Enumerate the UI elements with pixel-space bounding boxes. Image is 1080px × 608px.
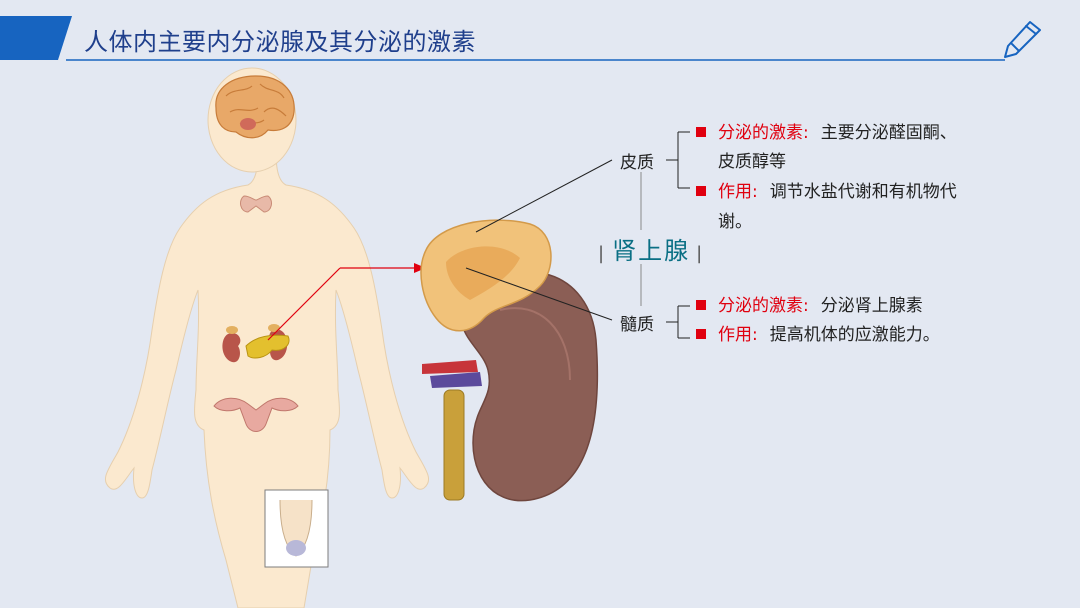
- medulla-secretion-colon: :: [803, 296, 809, 316]
- pointer-line: [267, 267, 341, 341]
- gland-left-bar: |: [598, 243, 607, 264]
- medulla-secretion-key: 分泌的激素: [718, 296, 803, 316]
- medulla-function-line: 作用: 提高机体的应激能力。: [718, 323, 940, 347]
- medulla-bracket: [666, 305, 690, 339]
- medulla-function-bullet: [696, 329, 706, 339]
- cortex-function-key: 作用: [718, 182, 752, 202]
- cortex-secretion-bullet: [696, 127, 706, 137]
- cortex-function-value-2: 谢。: [718, 212, 752, 232]
- medulla-leader-line: [465, 267, 613, 321]
- gland-name-block: |肾上腺|: [598, 231, 704, 266]
- cortex-secretion-line-1: 分泌的激素: 主要分泌醛固酮、: [718, 121, 957, 145]
- cortex-function-colon: :: [752, 182, 758, 202]
- pen-icon: [1004, 21, 1041, 58]
- gland-name: 肾上腺: [612, 237, 691, 265]
- cortex-bracket: [666, 131, 690, 189]
- medulla-label: 髓质: [620, 315, 654, 335]
- cortex-function-line-1: 作用: 调节水盐代谢和有机物代: [718, 180, 957, 204]
- medulla-function-value: 提高机体的应激能力。: [769, 325, 940, 345]
- cortex-secretion-value-1: 主要分泌醛固酮、: [820, 123, 957, 143]
- page-title: 人体内主要内分泌腺及其分泌的激素: [84, 28, 476, 56]
- medulla-secretion-bullet: [696, 300, 706, 310]
- header-accent-block: [0, 16, 72, 60]
- medulla-secretion-value: 分泌肾上腺素: [820, 296, 923, 316]
- cortex-secretion-key: 分泌的激素: [718, 123, 803, 143]
- cortex-function-bullet: [696, 186, 706, 196]
- medulla-secretion-line: 分泌的激素: 分泌肾上腺素: [718, 294, 923, 318]
- cortex-secretion-value-2: 皮质醇等: [718, 152, 786, 172]
- cortex-function-value-1: 调节水盐代谢和有机物代: [769, 182, 957, 202]
- cortex-leader-line: [475, 159, 613, 233]
- cortex-secretion-colon: :: [803, 123, 809, 143]
- gland-right-bar: |: [696, 243, 705, 264]
- medulla-function-key: 作用: [718, 325, 752, 345]
- medulla-function-colon: :: [752, 325, 758, 345]
- human-body-illustration: [105, 67, 429, 608]
- cortex-label: 皮质: [620, 153, 654, 173]
- pointer-arrowhead: [414, 263, 426, 273]
- kidney-adrenal-illustration: [420, 219, 599, 502]
